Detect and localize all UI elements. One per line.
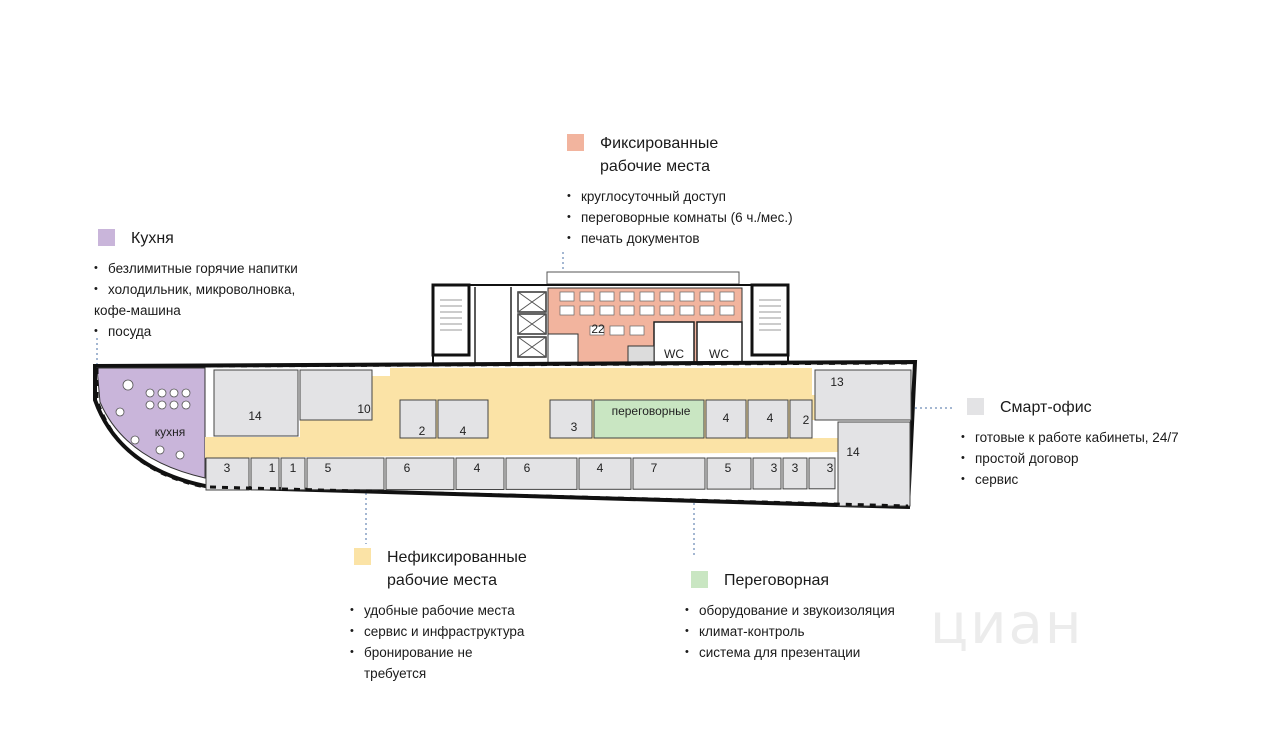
legend-meeting: Переговорная оборудование и звукоизоляци…: [685, 569, 895, 663]
legend-nonfixed-title: Нефиксированные рабочие места: [387, 546, 527, 592]
room-count: 10: [357, 402, 371, 416]
legend-item: круглосуточный доступ: [567, 186, 793, 207]
bottom-room: [455, 457, 505, 490]
bottom-room: [706, 457, 752, 490]
legend-title-line: Нефиксированные: [387, 549, 527, 566]
bottom-room: [782, 457, 808, 490]
room-count: 5: [325, 461, 332, 475]
legend-smart-title: Смарт-офис: [1000, 396, 1092, 419]
room-count: 2: [419, 424, 426, 438]
legend-kitchen-title: Кухня: [131, 227, 174, 250]
legend-title-line: рабочие места: [387, 572, 498, 589]
room-count: 3: [224, 461, 231, 475]
wc-label: WC: [664, 347, 684, 361]
room-count: 7: [651, 461, 658, 475]
bottom-room: [250, 457, 280, 491]
legend-nonfixed: Нефиксированные рабочие места удобные ра…: [350, 546, 527, 684]
legend-item: переговорные комнаты (6 ч./мес.): [567, 207, 793, 228]
legend-title-line: Смарт-офис: [1000, 399, 1092, 416]
bottom-room: [632, 457, 706, 490]
fixed-room-count: 22: [591, 322, 605, 336]
meeting-swatch: [691, 571, 708, 588]
legend-nonfixed-items: удобные рабочие места сервис и инфрастру…: [350, 600, 527, 684]
legend-title-line: Переговорная: [724, 572, 830, 589]
bottom-room: [280, 457, 306, 491]
legend-item: сервис: [961, 469, 1179, 490]
room-count: 4: [723, 411, 730, 425]
legend-kitchen-items: безлимитные горячие напитки холодильник,…: [94, 258, 298, 342]
legend-item: безлимитные горячие напитки: [94, 258, 298, 279]
legend-fixed-title: Фиксированные рабочие места: [600, 132, 718, 178]
legend-title-line: Кухня: [131, 230, 174, 247]
bottom-room: [752, 457, 782, 490]
bottom-room: [205, 457, 250, 491]
room-count: 4: [460, 424, 467, 438]
legend-item: оборудование и звукоизоляция: [685, 600, 895, 621]
bottom-room: [808, 457, 836, 490]
room-count: 5: [725, 461, 732, 475]
legend-item: готовые к работе кабинеты, 24/7: [961, 427, 1179, 448]
fixed-workplaces-room: 22 WC WC: [547, 287, 743, 367]
bottom-room: [505, 457, 578, 490]
room-count: 14: [248, 409, 262, 423]
legend-smart: Смарт-офис готовые к работе кабинеты, 24…: [961, 396, 1179, 490]
legend-item: сервис и инфраструктура: [350, 621, 527, 642]
room-count: 4: [767, 411, 774, 425]
room-count: 6: [404, 461, 411, 475]
bottom-room: [306, 457, 385, 491]
kitchen-room-label: кухня: [155, 425, 186, 439]
legend-item: бронирование не: [350, 642, 527, 663]
legend-kitchen: Кухня безлимитные горячие напитки холоди…: [94, 227, 298, 342]
legend-meeting-title: Переговорная: [724, 569, 829, 592]
legend-item: система для презентации: [685, 642, 895, 663]
room-count: 3: [771, 461, 778, 475]
legend-item-continuation: требуется: [364, 666, 427, 681]
legend-fixed-items: круглосуточный доступ переговорные комна…: [567, 186, 793, 249]
upper-rooms: [213, 369, 912, 507]
room-count: 1: [290, 461, 297, 475]
room-count: 3: [827, 461, 834, 475]
legend-item-continuation: кофе-машина: [94, 303, 181, 318]
room-count: 6: [524, 461, 531, 475]
legend-fixed: Фиксированные рабочие места круглосуточн…: [567, 132, 793, 249]
watermark-logo: циан: [930, 592, 1084, 657]
smart-swatch: [967, 398, 984, 415]
legend-smart-items: готовые к работе кабинеты, 24/7 простой …: [961, 427, 1179, 490]
bottom-room: [578, 457, 632, 490]
nonfixed-swatch: [354, 548, 371, 565]
room-count: 2: [803, 413, 810, 427]
kitchen-swatch: [98, 229, 115, 246]
room-count: 1: [269, 461, 276, 475]
room-count: 14: [846, 445, 860, 459]
room-count: 4: [597, 461, 604, 475]
fixed-swatch: [567, 134, 584, 151]
bottom-room: [385, 457, 455, 491]
room-count: 4: [474, 461, 481, 475]
legend-item: холодильник, микроволновка,: [94, 279, 298, 300]
legend-item: простой договор: [961, 448, 1179, 469]
room-count: 3: [571, 420, 578, 434]
legend-item: посуда: [94, 321, 298, 342]
meeting-room-label: переговорные: [612, 404, 691, 418]
room-count: 3: [792, 461, 799, 475]
wc-label: WC: [709, 347, 729, 361]
legend-title-line: рабочие места: [600, 158, 711, 175]
legend-title-line: Фиксированные: [600, 135, 719, 152]
upper-room-labels: 14 10 2 4 3 4 4 2 13 14 переговорные: [248, 375, 860, 459]
legend-meeting-items: оборудование и звукоизоляция климат-конт…: [685, 600, 895, 663]
legend-item: климат-контроль: [685, 621, 895, 642]
kitchen-furniture: [115, 379, 191, 460]
kitchen-area: [96, 367, 206, 479]
room-count: 13: [830, 375, 844, 389]
legend-item: удобные рабочие места: [350, 600, 527, 621]
legend-item: печать документов: [567, 228, 793, 249]
window-marks: [95, 361, 916, 508]
